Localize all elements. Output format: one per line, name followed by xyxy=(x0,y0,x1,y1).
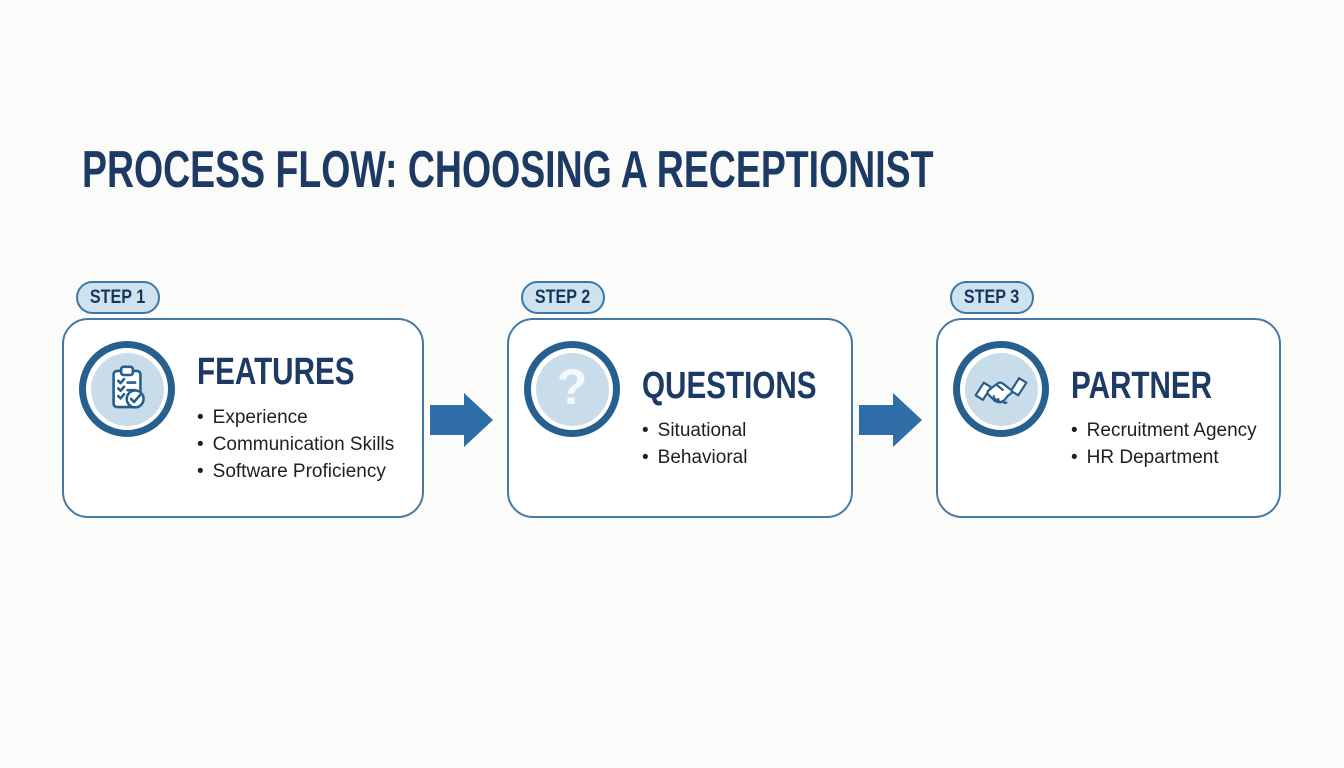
page-title: PROCESS FLOW: CHOOSING A RECEPTIONIST xyxy=(82,141,934,199)
step-3-icon-circle xyxy=(953,341,1049,437)
step-3-bullet-list: Recruitment Agency HR Department xyxy=(1071,417,1257,471)
step-3-badge: STEP 3 xyxy=(950,281,1034,314)
step-2-badge-label: STEP 2 xyxy=(535,286,591,308)
step-3-icon-background xyxy=(964,352,1038,426)
step-2-bullet-list: Situational Behavioral xyxy=(642,417,866,471)
step-3-content: PARTNER Recruitment Agency HR Department xyxy=(1071,320,1257,520)
step-2-title: QUESTIONS xyxy=(642,364,817,407)
step-1-box: FEATURES Experience Communication Skills… xyxy=(62,318,424,518)
list-item: Software Proficiency xyxy=(197,458,399,485)
list-item: Situational xyxy=(642,417,866,444)
step-2-content: QUESTIONS Situational Behavioral xyxy=(642,320,866,520)
step-3-title: PARTNER xyxy=(1071,364,1213,407)
step-1-badge: STEP 1 xyxy=(76,281,160,314)
handshake-icon xyxy=(974,377,1028,404)
step-3-badge-label: STEP 3 xyxy=(964,286,1020,308)
list-item: Behavioral xyxy=(642,444,866,471)
step-2-icon-circle: ? xyxy=(524,341,620,437)
step-2-icon-background: ? xyxy=(535,352,609,426)
question-mark-icon: ? xyxy=(556,359,588,415)
step-1-bullet-list: Experience Communication Skills Software… xyxy=(197,404,399,485)
step-3-box: PARTNER Recruitment Agency HR Department xyxy=(936,318,1281,518)
list-item: HR Department xyxy=(1071,444,1257,471)
step-1-icon-background xyxy=(90,352,164,426)
step-1-icon-circle xyxy=(79,341,175,437)
list-item: Communication Skills xyxy=(197,431,399,458)
list-item: Recruitment Agency xyxy=(1071,417,1257,444)
step-1-title: FEATURES xyxy=(197,351,355,394)
step-1-content: FEATURES Experience Communication Skills… xyxy=(197,320,399,520)
list-item: Experience xyxy=(197,404,399,431)
step-2-badge: STEP 2 xyxy=(521,281,605,314)
arrow-right-icon xyxy=(430,392,494,453)
clipboard-checklist-icon xyxy=(112,365,145,409)
step-1-badge-label: STEP 1 xyxy=(90,286,146,308)
arrow-right-icon xyxy=(859,392,923,453)
step-2-box: ? QUESTIONS Situational Behavioral xyxy=(507,318,853,518)
